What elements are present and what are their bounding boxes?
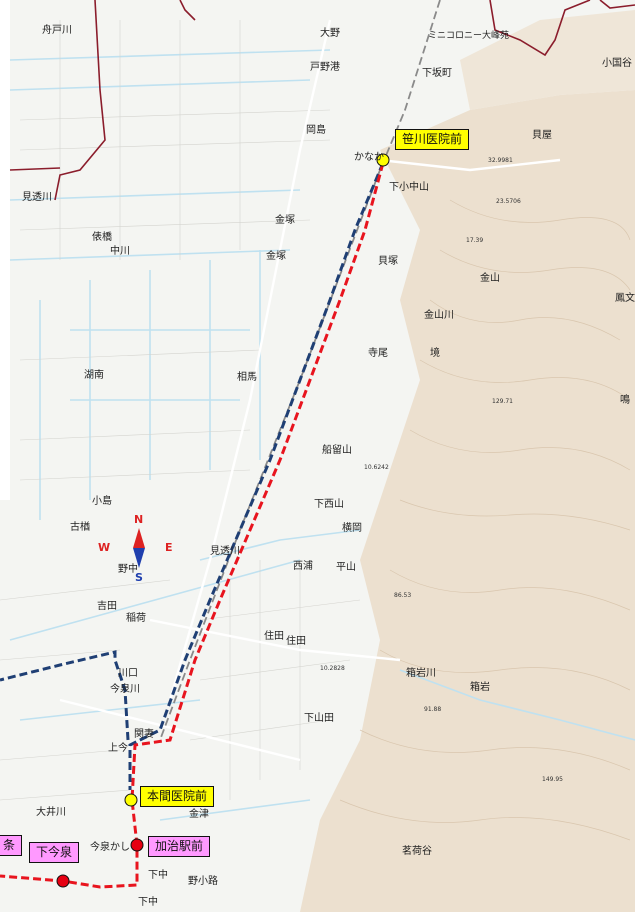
hill-area: [460, 10, 635, 110]
place-name: 下山田: [304, 713, 334, 724]
place-name: 今泉かし: [90, 842, 130, 853]
place-name: 今泉川: [110, 684, 140, 695]
place-name: 俵橋: [92, 232, 112, 243]
place-name: 関妻: [134, 729, 154, 740]
elevation-point: 17.39: [466, 237, 484, 244]
elevation-point: 129.71: [492, 398, 513, 405]
elevation-point: 91.88: [424, 706, 442, 713]
place-name: 大井川: [36, 807, 66, 818]
place-name: かなか: [354, 152, 384, 163]
route-navy: [0, 162, 385, 790]
place-name: 下坂町: [422, 68, 452, 79]
place-name: 鳳文: [615, 293, 635, 304]
elevation-point: 149.95: [542, 776, 563, 783]
elevation-point: 32.9981: [488, 157, 513, 164]
place-name: 湖南: [84, 370, 104, 381]
place-name: 金塚: [275, 215, 295, 226]
compass-north-label: N: [134, 513, 144, 526]
place-name: 舟戸川: [42, 25, 72, 36]
elevation-point: 10.2828: [320, 665, 345, 672]
place-name: 下小中山: [389, 182, 429, 193]
place-name: 境: [430, 348, 440, 359]
place-name: 中川: [110, 246, 130, 257]
stop-label-honma[interactable]: 本間医院前: [140, 786, 215, 808]
place-name: 上今: [108, 743, 128, 754]
place-name: 鳴: [620, 395, 630, 406]
roads: [59, 19, 561, 762]
map-edge: [0, 0, 10, 500]
place-name: 住田: [264, 631, 284, 642]
place-name: 金津: [189, 809, 209, 820]
place-name: 金塚: [266, 251, 286, 262]
place-name: 小国谷: [602, 58, 632, 69]
place-name: 平山: [336, 562, 356, 573]
place-name: 寺尾: [368, 348, 388, 359]
contour-lines: [339, 199, 631, 841]
stop-label-kaji[interactable]: 加治駅前: [148, 836, 211, 858]
stop-label-left-edge[interactable]: 条: [0, 835, 23, 857]
place-name: 野中: [118, 564, 138, 575]
place-name: 茗荷谷: [402, 846, 432, 857]
place-name: 下中: [148, 870, 168, 881]
place-name: 見透川: [22, 192, 52, 203]
place-name: 金山: [480, 273, 500, 284]
place-name: 相馬: [237, 372, 257, 383]
elevation-point: 10.6242: [364, 464, 389, 471]
place-name: 船留山: [322, 445, 352, 456]
place-name: 見透川: [210, 546, 240, 557]
place-name: 吉田: [97, 601, 117, 612]
stop-marker-honma: [124, 793, 138, 807]
place-name: 貝屋: [532, 130, 552, 141]
hill-area: [300, 90, 635, 912]
place-name: 小島: [92, 496, 112, 507]
place-name: 古楢: [70, 522, 90, 533]
compass-south-arrow: [133, 548, 145, 568]
compass-east-label: E: [165, 541, 173, 554]
place-name: 川口: [118, 668, 138, 679]
place-name: 箱岩川: [406, 668, 436, 679]
stop-label-shimoimaizumi[interactable]: 下今泉: [29, 842, 80, 864]
water-channels: [9, 49, 635, 821]
place-name: 稲荷: [126, 613, 146, 624]
route-red: [0, 162, 385, 889]
stop-marker-shimoimaizumi: [56, 874, 70, 888]
place-name: 野小路: [188, 876, 218, 887]
place-name: 箱岩: [470, 682, 490, 693]
place-name: ミニコロニー大峰苑: [428, 31, 510, 41]
compass-south-label: S: [135, 571, 143, 584]
stop-marker-kaji: [130, 838, 144, 852]
elevation-point: 86.53: [394, 592, 412, 599]
railway-line: [159, 0, 441, 741]
compass-west-label: W: [98, 541, 111, 554]
field-grid: [0, 20, 361, 801]
elevation-point: 23.5706: [496, 198, 521, 205]
admin-boundary: [9, 0, 635, 201]
place-name: 金山川: [424, 310, 454, 321]
compass-north-arrow: [133, 528, 145, 548]
place-name: 下西山: [314, 499, 344, 510]
place-name: 大野: [320, 28, 340, 39]
place-name: 岡島: [306, 125, 326, 136]
stop-label-sasagawa[interactable]: 笹川医院前: [395, 129, 470, 151]
place-name: 下中: [138, 897, 158, 908]
place-name: 住田: [286, 636, 306, 647]
place-name: 戸野港: [310, 62, 340, 73]
stop-marker-sasagawa: [376, 153, 390, 167]
place-name: 横岡: [342, 523, 362, 534]
place-name: 貝塚: [378, 256, 398, 267]
place-name: 西浦: [293, 561, 313, 572]
